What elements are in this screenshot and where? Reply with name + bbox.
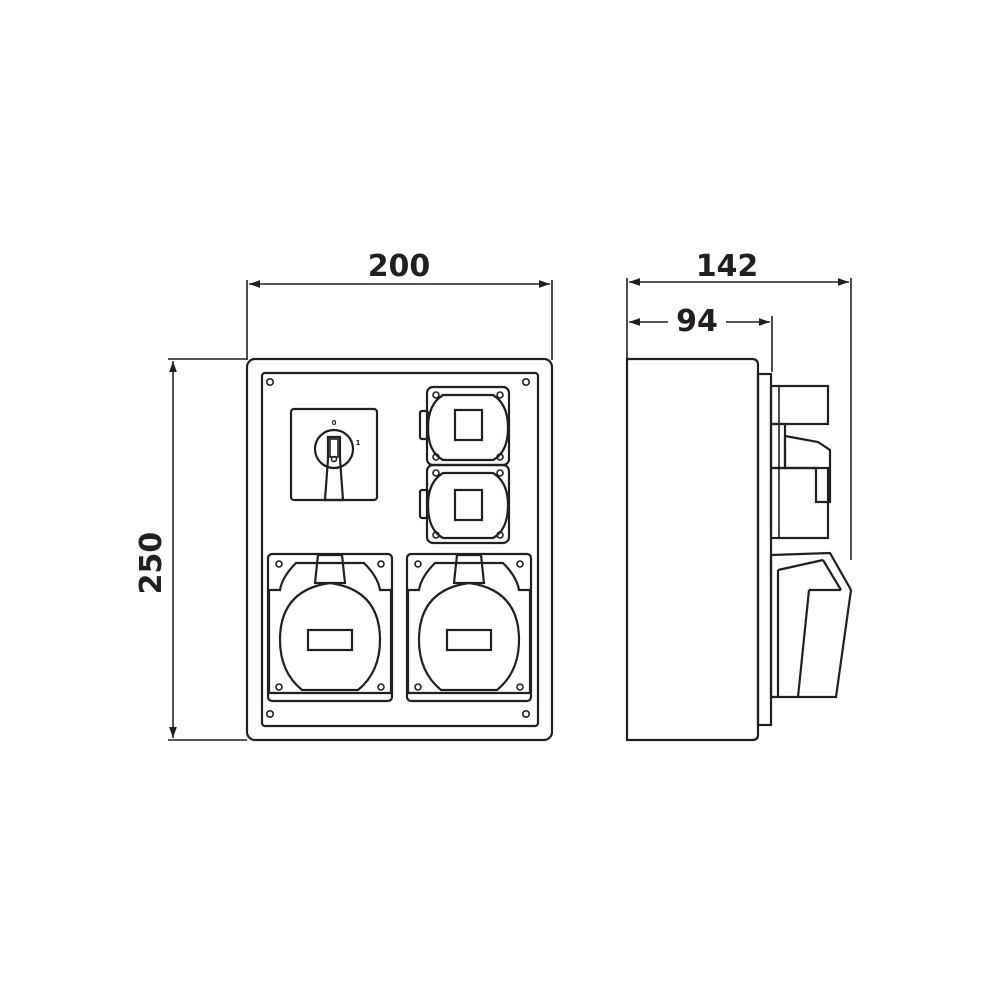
dimension-width: 200 <box>246 249 553 360</box>
dimension-body-depth-label: 94 <box>676 304 718 339</box>
panel-screws <box>265 377 530 718</box>
cover-side <box>756 372 773 727</box>
socket-large-side-profile <box>769 551 853 699</box>
socket-small-top <box>418 385 511 467</box>
switch-label-on: 1 <box>356 439 361 447</box>
dimension-total-depth: 142 <box>626 249 852 560</box>
dimension-total-depth-label: 142 <box>696 249 759 284</box>
front-view: 0 1 <box>245 357 554 742</box>
dimension-width-label: 200 <box>368 249 431 284</box>
rotary-switch: 0 1 <box>289 407 379 502</box>
socket-small-bottom <box>418 463 511 545</box>
socket-large-left <box>266 552 394 703</box>
front-panel <box>260 371 540 728</box>
dimension-height: 250 <box>134 358 247 741</box>
socket-large-right <box>405 552 533 703</box>
side-view <box>625 357 853 742</box>
enclosure-front <box>245 357 554 742</box>
dimension-body-depth: 94 <box>629 304 773 372</box>
dimension-height-label: 250 <box>134 532 169 595</box>
enclosure-side <box>625 357 760 742</box>
switch-label-off: 0 <box>332 419 337 427</box>
socket-small-side-profile <box>769 384 832 540</box>
